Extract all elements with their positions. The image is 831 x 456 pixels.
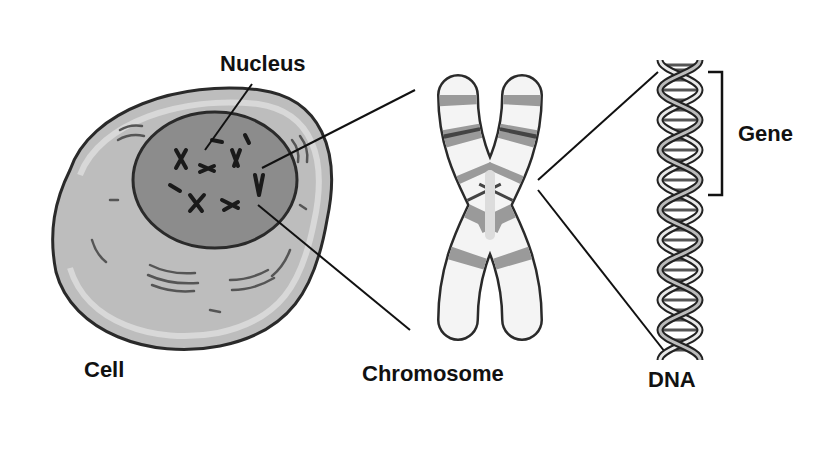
chromosome-label: Chromosome: [362, 362, 504, 386]
nucleus-label: Nucleus: [220, 52, 306, 76]
cell-body: [53, 88, 332, 349]
nucleus: [133, 112, 297, 248]
leader-lines: [205, 72, 665, 352]
gene-label: Gene: [738, 122, 793, 146]
cell-label: Cell: [84, 358, 124, 382]
chromosome: [458, 95, 522, 320]
dna-helix: [660, 60, 700, 360]
cell-edge-shade: [70, 103, 319, 337]
gene-bracket: [708, 72, 722, 195]
dna-label: DNA: [648, 368, 696, 392]
small-chromosomes: [170, 135, 263, 211]
